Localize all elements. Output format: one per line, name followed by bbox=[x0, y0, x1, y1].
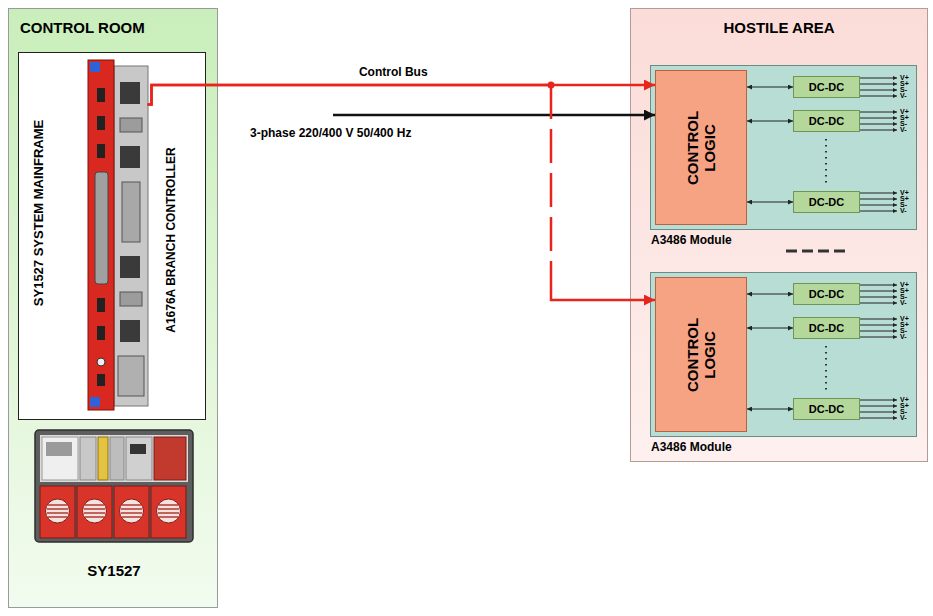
module-box: A3486 ModuleCONTROL LOGICDC-DCDC-DCDC-DC bbox=[650, 65, 917, 230]
converter-box: DC-DC bbox=[793, 191, 860, 213]
output-wire bbox=[860, 199, 897, 200]
bus-label: Control Bus bbox=[359, 66, 428, 80]
continuation-dots bbox=[825, 346, 827, 392]
output-wire bbox=[860, 319, 897, 320]
output-wire bbox=[860, 325, 897, 326]
box-label: DC-DC bbox=[809, 403, 844, 416]
output-wire bbox=[860, 84, 897, 85]
output-pin-label: V- bbox=[900, 92, 907, 100]
link-arrow bbox=[747, 409, 793, 410]
link-arrow bbox=[747, 121, 793, 122]
box-label: A1676A BRANCH CONTROLLER bbox=[165, 147, 179, 333]
logic-box: CONTROL LOGIC bbox=[655, 70, 747, 225]
output-pin-label: V- bbox=[900, 333, 907, 341]
power-line bbox=[333, 114, 655, 117]
connector-line bbox=[551, 294, 655, 300]
output-pin-label: V- bbox=[900, 126, 907, 134]
control-bus bbox=[148, 82, 656, 301]
converter-box: DC-DC bbox=[793, 398, 860, 420]
connector-line bbox=[747, 121, 793, 122]
unit-label: A3486 Module bbox=[651, 234, 732, 248]
output-wire bbox=[860, 418, 897, 419]
module-box: A3486 ModuleCONTROL LOGICDC-DCDC-DCDC-DC bbox=[650, 272, 917, 437]
area-panel: HOSTILE AREAA3486 ModuleCONTROL LOGICDC-… bbox=[630, 8, 928, 462]
connector-line bbox=[747, 294, 793, 295]
connector-line bbox=[148, 85, 656, 105]
output-wire bbox=[860, 297, 897, 298]
output-wire bbox=[860, 406, 897, 407]
output-wire bbox=[860, 211, 897, 212]
output-wire bbox=[860, 193, 897, 194]
output-wire bbox=[860, 112, 897, 113]
mainframe-box: SY1527 SYSTEM MAINFRAME A1676A BRANCH CON… bbox=[18, 52, 206, 420]
connector-line bbox=[550, 85, 553, 294]
connector-line bbox=[148, 85, 552, 105]
output-wire bbox=[860, 400, 897, 401]
box-label: DC-DC bbox=[809, 81, 844, 94]
continuation-dashes bbox=[786, 250, 848, 253]
link-arrow bbox=[747, 87, 793, 88]
converter-box: DC-DC bbox=[793, 283, 860, 305]
output-wire bbox=[860, 205, 897, 206]
junction-dot bbox=[548, 82, 555, 89]
output-wire bbox=[860, 303, 897, 304]
connector-line bbox=[747, 328, 793, 329]
converter-box: DC-DC bbox=[793, 110, 860, 132]
output-pin-label: V- bbox=[900, 414, 907, 422]
unit-label: A3486 Module bbox=[651, 441, 732, 455]
control-bus bbox=[148, 85, 656, 105]
unit-label: SY1527 bbox=[87, 562, 140, 579]
output-wire bbox=[860, 118, 897, 119]
connector-line bbox=[747, 409, 793, 410]
connector-line bbox=[747, 87, 793, 88]
output-wire bbox=[860, 78, 897, 79]
area-title: HOSTILE AREA bbox=[631, 19, 927, 36]
output-wire bbox=[860, 291, 897, 292]
crate-illustration bbox=[35, 430, 193, 542]
connector-line bbox=[747, 202, 793, 203]
continuation-dots bbox=[825, 139, 827, 185]
output-wire bbox=[860, 412, 897, 413]
area-title: CONTROL ROOM bbox=[20, 19, 145, 36]
board-illustration bbox=[88, 60, 148, 410]
output-wire bbox=[860, 331, 897, 332]
box-label: CONTROL LOGIC bbox=[684, 310, 719, 400]
supply-label: 3-phase 220/400 V 50/400 Hz bbox=[250, 127, 411, 141]
output-wire bbox=[860, 124, 897, 125]
area-panel: CONTROL ROOM SY1527 SYSTEM MAINFRAME A1676… bbox=[8, 8, 218, 608]
converter-box: DC-DC bbox=[793, 76, 860, 98]
box-label: DC-DC bbox=[809, 288, 844, 301]
box-label: DC-DC bbox=[809, 115, 844, 128]
logic-box: CONTROL LOGIC bbox=[655, 277, 747, 432]
output-wire bbox=[860, 285, 897, 286]
crate-unit: SY1527 bbox=[35, 430, 193, 542]
output-lines bbox=[860, 78, 897, 418]
output-pin-label: V- bbox=[900, 299, 907, 307]
box-label: SY1527 SYSTEM MAINFRAME bbox=[32, 120, 47, 306]
box-label: DC-DC bbox=[809, 322, 844, 335]
output-wire bbox=[860, 90, 897, 91]
box-label: CONTROL LOGIC bbox=[684, 103, 719, 193]
box-label: DC-DC bbox=[809, 196, 844, 209]
output-pin-label: V- bbox=[900, 207, 907, 215]
controller-board: A1676A BRANCH CONTROLLER bbox=[88, 60, 148, 410]
link-arrow bbox=[747, 202, 793, 203]
link-arrow bbox=[747, 294, 793, 295]
link-arrow bbox=[747, 328, 793, 329]
converter-box: DC-DC bbox=[793, 317, 860, 339]
output-wire bbox=[860, 337, 897, 338]
output-wire bbox=[860, 96, 897, 97]
output-wire bbox=[860, 130, 897, 131]
